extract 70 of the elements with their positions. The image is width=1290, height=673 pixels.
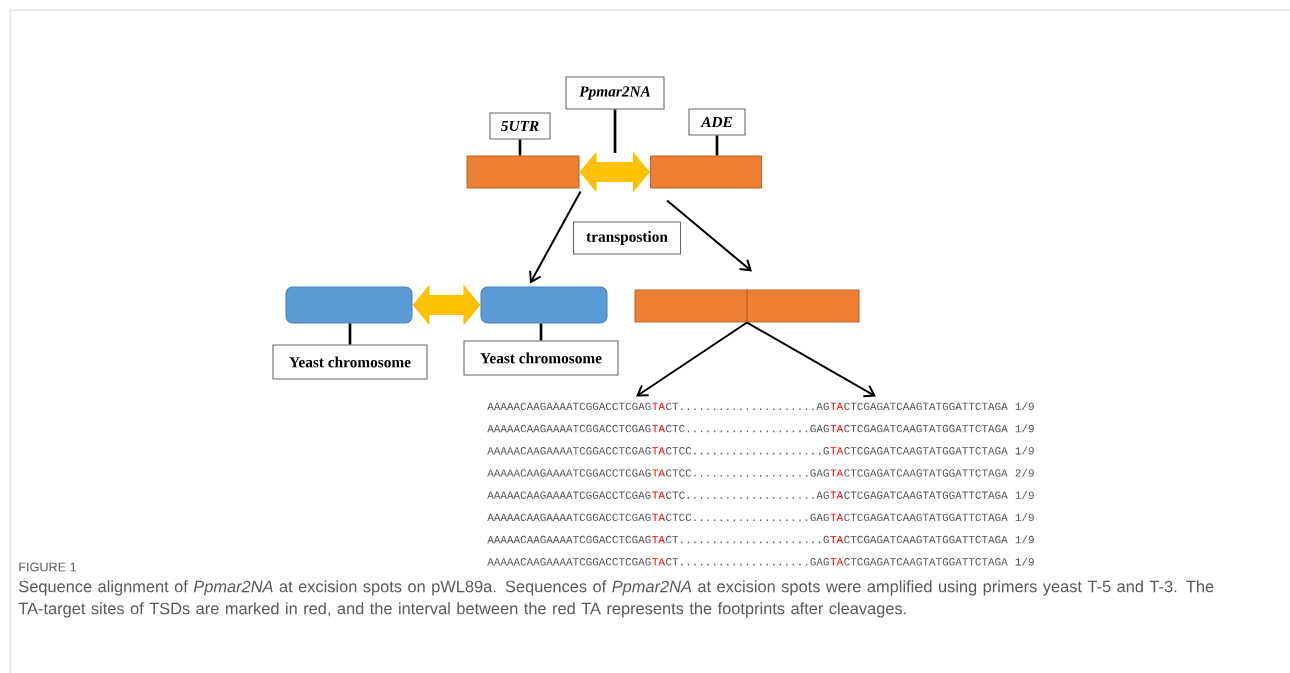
ratio-text: 1/9	[1015, 402, 1034, 411]
arrow	[529, 190, 582, 284]
ratio-text: 2/9	[1015, 468, 1034, 477]
leader-line	[348, 323, 352, 345]
target-site-text: TA	[652, 425, 665, 433]
sequence-text: CTCC....................G	[666, 447, 829, 455]
leader-line	[539, 323, 543, 341]
sequence-text: CTCGAGATCAAGTATGGATTCTAGA	[844, 535, 1008, 544]
sequence-text: CTC...................GAG	[666, 424, 829, 433]
sequence-text: AAAAACAAGAAAATCGGACCTCGAG	[487, 558, 651, 566]
target-site-text: TA	[652, 558, 665, 566]
target-site-text: TA	[830, 558, 844, 566]
label-box: transpostion	[572, 221, 682, 255]
sequence-text: AAAAACAAGAAAATCGGACCTCGAG	[487, 402, 651, 411]
target-site-text: TA	[652, 447, 665, 455]
sequence-text: CT....................GAG	[666, 558, 829, 566]
target-site-text: TA	[830, 469, 844, 477]
target-site-text: TA	[652, 536, 665, 544]
sequence-text: CTCGAGATCAAGTATGGATTCTAGA	[844, 513, 1008, 522]
ratio-text: 1/9	[1015, 490, 1034, 499]
sequence-text: CT......................G	[666, 535, 829, 544]
gene-block	[634, 288, 860, 324]
arrow	[636, 321, 748, 397]
chromosome-block	[285, 286, 413, 324]
leader-line	[715, 135, 719, 156]
label-box: 5UTR	[489, 112, 551, 140]
gene-block	[649, 155, 763, 189]
sequence-text: CTC....................AG	[666, 491, 829, 499]
ratio-text: 1/9	[1015, 513, 1034, 522]
label-box: Yeast chromosome	[272, 344, 428, 380]
sequence-text: CTCGAGATCAAGTATGGATTCTAGA	[844, 447, 1008, 455]
label-box: Yeast chromosome	[463, 340, 619, 376]
label-box: ADE	[688, 108, 746, 136]
target-site-text: TA	[652, 513, 665, 521]
sequence-text: AAAAACAAGAAAATCGGACCTCGAG	[487, 491, 651, 499]
sequence-text: AAAAACAAGAAAATCGGACCTCGAG	[487, 469, 651, 477]
arrow	[666, 199, 752, 272]
target-site-text: TA	[830, 425, 844, 433]
sequence-text: AAAAACAAGAAAATCGGACCTCGAG	[487, 424, 651, 433]
sequence-text: AAAAACAAGAAAATCGGACCTCGAG	[487, 513, 651, 522]
sequence-text: CTCGAGATCAAGTATGGATTCTAGA	[844, 491, 1008, 499]
sequence-text: CTCC..................GAG	[666, 469, 829, 477]
figure-label: FIGURE 1	[19, 562, 77, 572]
target-site-text: TA	[652, 491, 665, 499]
ratio-text: 1/9	[1015, 446, 1034, 455]
label-box: Ppmar2NA	[565, 76, 665, 110]
gene-block	[466, 155, 580, 189]
target-site-text: TA	[830, 513, 844, 521]
target-site-text: TA	[830, 447, 844, 455]
sequence-text: CTCGAGATCAAGTATGGATTCTAGA	[844, 558, 1008, 566]
ratio-text: 1/9	[1015, 557, 1034, 566]
leader-line	[613, 109, 617, 153]
chromosome-block	[480, 286, 608, 324]
target-site-text: TA	[830, 402, 844, 410]
ratio-text: 1/9	[1015, 424, 1034, 433]
sequence-text: CTCGAGATCAAGTATGGATTCTAGA	[844, 402, 1008, 411]
leader-line	[518, 139, 522, 156]
sequence-text: CTCC..................GAG	[666, 513, 829, 522]
sequence-text: CTCGAGATCAAGTATGGATTCTAGA	[844, 424, 1008, 433]
sequence-text: AAAAACAAGAAAATCGGACCTCGAG	[487, 535, 651, 544]
target-site-text: TA	[830, 536, 844, 544]
caption-text: Sequence alignment of Ppmar2NA at excision spots on pWL89a. Sequences of Ppmar2NA at excision spots were amplified using primers yeast T-5 and T-3. The TA-target sites of TSDs are marked in red, and the interval between the red TA represents the footprints after cleavages.	[18, 580, 1214, 618]
ratio-text: 1/9	[1015, 535, 1034, 544]
target-site-text: TA	[652, 469, 665, 477]
target-site-text: TA	[830, 491, 844, 499]
target-site-text: TA	[652, 402, 665, 410]
arrow	[746, 321, 876, 398]
sequence-text: AAAAACAAGAAAATCGGACCTCGAG	[487, 447, 651, 455]
sequence-text: CT.....................AG	[666, 402, 829, 411]
sequence-text: CTCGAGATCAAGTATGGATTCTAGA	[844, 469, 1008, 477]
